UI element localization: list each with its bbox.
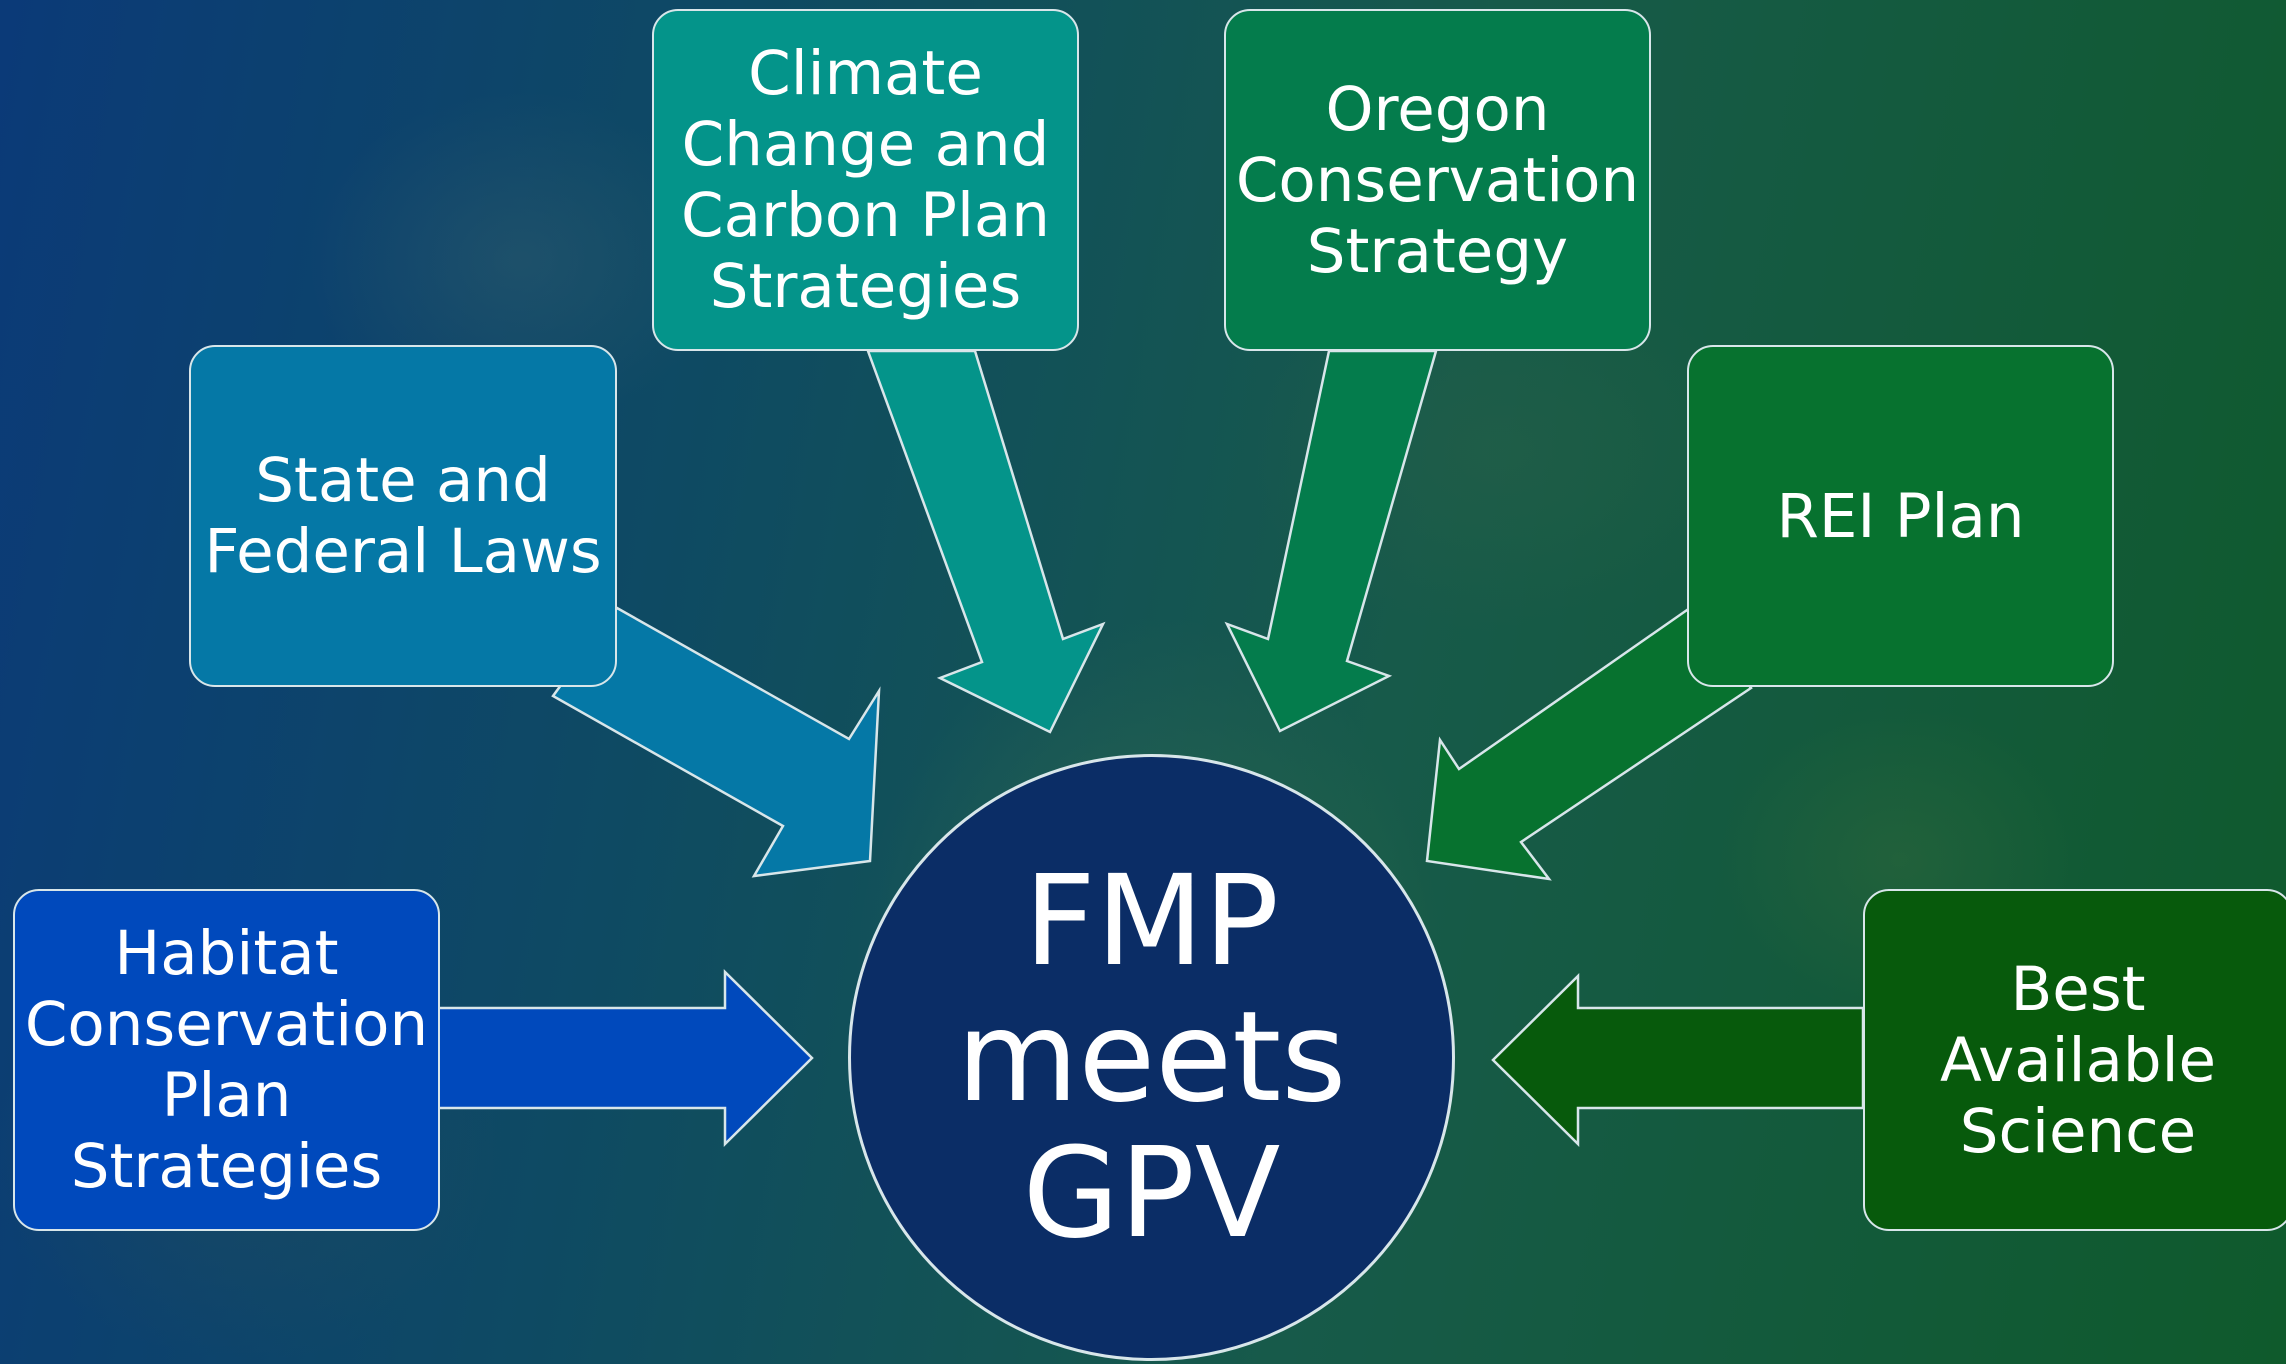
input-box-label: Oregon Conservation Strategy [1235,73,1640,287]
input-box-best-available-science: Best Available Science [1863,889,2286,1231]
input-box-label: Climate Change and Carbon Plan Strategie… [681,38,1050,322]
input-box-rei-plan: REI Plan [1687,345,2114,687]
input-box-label: Best Available Science [1939,953,2217,1167]
arrow-rei [1425,608,1753,881]
arrow-laws [551,606,881,878]
center-label: FMP meets GPV [956,848,1347,1266]
arrow-habitat [436,969,814,1147]
input-box-habitat-conservation-plan: Habitat Conservation Plan Strategies [13,889,440,1231]
arrow-climate [866,349,1106,734]
input-box-label: Habitat Conservation Plan Strategies [24,918,429,1202]
arrow-oregon [1224,349,1438,733]
input-box-climate-carbon-plan: Climate Change and Carbon Plan Strategie… [652,9,1079,351]
arrow-science [1491,973,1865,1147]
center-circle: FMP meets GPV [848,754,1455,1361]
input-box-state-federal-laws: State and Federal Laws [189,345,617,687]
input-box-oregon-conservation-strategy: Oregon Conservation Strategy [1224,9,1651,351]
input-box-label: State and Federal Laws [204,445,602,587]
input-box-label: REI Plan [1776,480,2025,552]
